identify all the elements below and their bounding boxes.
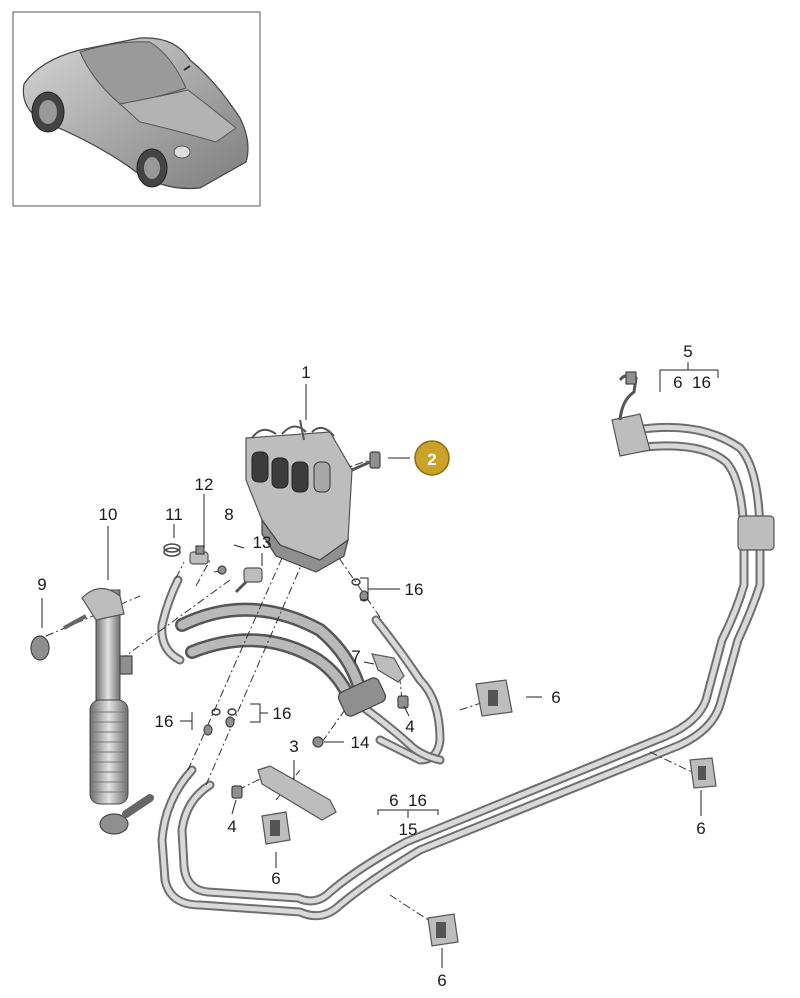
car-icon: [22, 37, 249, 190]
callout-5-sub[interactable]: 6 16: [673, 373, 711, 392]
clip-part-6c: [261, 811, 291, 845]
bolt-part-4a: [397, 695, 409, 709]
bolt-part-13: [234, 567, 263, 594]
seal-rings-left: [203, 708, 237, 736]
callout-2: 2: [427, 450, 436, 469]
leader-lines: [41, 362, 719, 968]
hydraulic-lines: [157, 422, 765, 921]
vehicle-thumbnail: [12, 11, 261, 207]
callout-15[interactable]: 15: [399, 820, 418, 839]
line-coupler: [737, 515, 775, 551]
callout-8[interactable]: 8: [224, 505, 233, 524]
bracket-part-3: [257, 765, 337, 821]
callout-6b[interactable]: 6: [696, 819, 705, 838]
callout-15-sub[interactable]: 6 16: [389, 791, 427, 810]
callout-labels: 1 2 3 4 4 5 6 16 6 6 6 6 7 8 9 10 11 12 …: [37, 342, 711, 990]
clip-part-6b: [689, 757, 717, 789]
callout-4b[interactable]: 4: [227, 817, 236, 836]
fitting-small: [217, 565, 227, 575]
bolt-part-2: [351, 451, 381, 472]
callout-7[interactable]: 7: [351, 647, 360, 666]
callout-6a[interactable]: 6: [551, 688, 560, 707]
callout-14[interactable]: 14: [351, 733, 370, 752]
callout-11[interactable]: 11: [165, 505, 183, 524]
callout-10[interactable]: 10: [99, 505, 118, 524]
o-ring-part-11: [163, 543, 181, 557]
callout-6c[interactable]: 6: [271, 869, 280, 888]
callout-12[interactable]: 12: [195, 475, 214, 494]
callout-16c[interactable]: 16: [273, 704, 292, 723]
seal-rings-mid: [351, 578, 369, 602]
connector-part-5: [611, 371, 651, 457]
callout-1[interactable]: 1: [301, 363, 310, 382]
callout-6d[interactable]: 6: [437, 971, 446, 990]
hose-clamp: [337, 677, 387, 717]
hydraulic-cylinder: [63, 587, 154, 835]
badge-circle: [414, 440, 450, 476]
callout-2-badge[interactable]: 2: [414, 440, 450, 476]
bolt-part-12: [189, 545, 209, 565]
callout-4a[interactable]: 4: [405, 717, 414, 736]
callout-16a[interactable]: 16: [405, 580, 424, 599]
clip-part-6d: [427, 913, 459, 947]
callout-13[interactable]: 13: [253, 533, 272, 552]
callout-16b[interactable]: 16: [155, 712, 174, 731]
callout-3[interactable]: 3: [289, 737, 298, 756]
bolt-part-4b: [231, 785, 243, 799]
valve-block: [245, 419, 353, 573]
callout-9[interactable]: 9: [37, 575, 46, 594]
bushing-part-9: [30, 635, 50, 661]
bracket-part-7: [371, 653, 405, 683]
bolt-part-14: [312, 736, 324, 748]
clip-part-6a: [475, 679, 513, 717]
callout-5[interactable]: 5: [683, 342, 692, 361]
